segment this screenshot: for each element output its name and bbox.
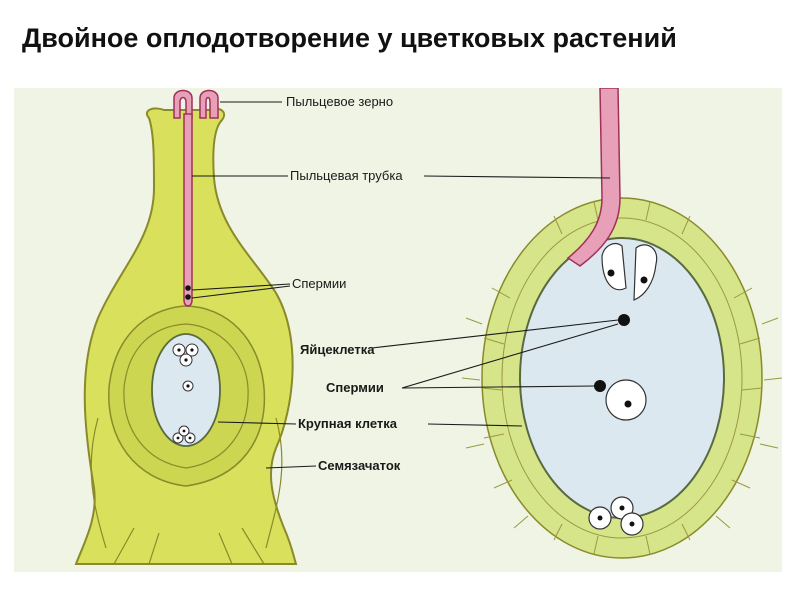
label-sperm-right: Спермии [326,380,384,395]
label-pollen-grain: Пыльцевое зерно [286,94,393,109]
egg-cell [633,244,658,301]
integument-line [123,323,249,469]
sperm-cell-central [594,380,606,392]
double-fertilization-diagram: Пыльцевое зерно Пыльцевая трубка Спермии… [14,87,783,572]
label-pollen-tube: Пыльцевая трубка [290,168,403,183]
pollen-grain-left [173,89,193,119]
pollen-tube-right [566,87,621,267]
sperm-cell [185,294,191,300]
base-strokes [113,527,265,565]
synergid-cell [601,243,627,291]
label-sperm-left: Спермии [292,276,346,291]
diagram-panel: Пыльцевое зерно Пыльцевая трубка Спермии… [14,87,783,572]
sperm-cell-egg [618,314,630,326]
label-egg-cell: Яйцеклетка [300,342,375,357]
ovule-enlargement [461,87,783,559]
pistil-drawing [74,89,298,565]
pistil-fiber-line [265,417,283,549]
cell-network [461,201,783,555]
pollen-tube-left [183,113,193,307]
leader-lines [191,101,619,469]
label-ovule: Семязачаток [318,458,401,473]
label-central-cell: Крупная клетка [298,416,398,431]
pistil-fiber-line [90,417,107,549]
sperm-cell [185,285,191,291]
central-cell-nucleus [605,379,647,421]
pollen-grain-right [199,89,219,119]
slide-title: Двойное оплодотворение у цветковых расте… [22,23,677,53]
